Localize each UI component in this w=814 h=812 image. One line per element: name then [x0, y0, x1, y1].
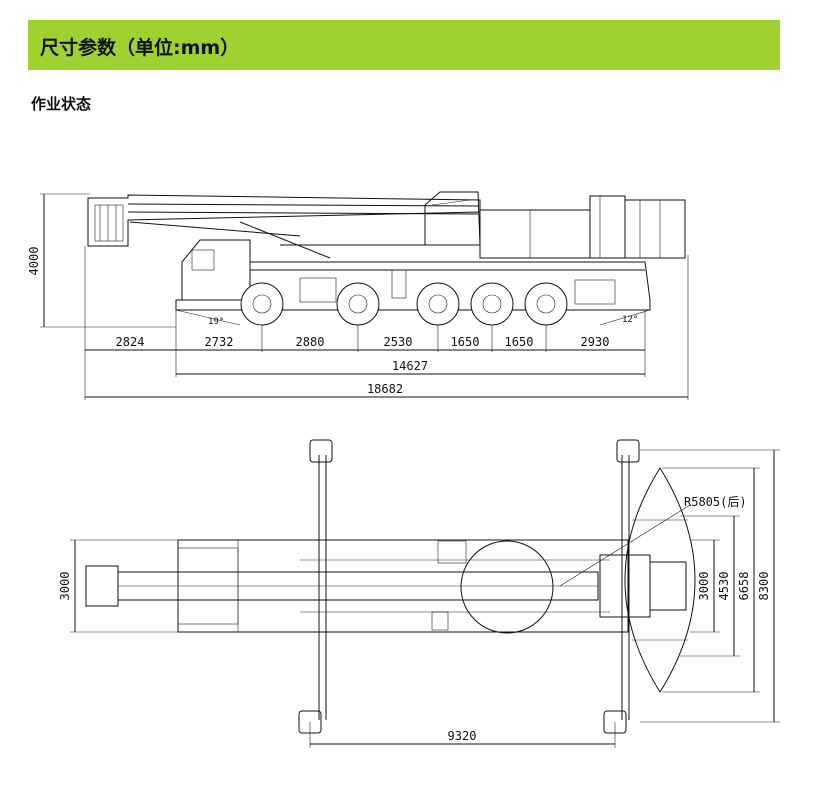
counterweight	[624, 467, 696, 693]
outrigger-pad	[616, 439, 640, 463]
header-bar: 尺寸参数（单位:mm）	[28, 20, 780, 70]
page-title: 尺寸参数（单位:mm）	[40, 37, 240, 59]
top-view: 3000 3000 4530 6658 8300 R5805(后) 9320	[58, 439, 780, 748]
angle-rear-label: 12°	[622, 315, 638, 325]
turntable	[460, 540, 554, 634]
side-view: 19° 12° 4000 2824 2732 2880 2530 1650 16…	[27, 191, 689, 400]
segment-dimension: 1650	[505, 335, 534, 349]
operator-cab	[424, 191, 481, 246]
section-title: 作业状态	[31, 95, 92, 113]
segment-dimension: 1650	[451, 335, 480, 349]
segment-dimension: 2880	[296, 335, 325, 349]
segment-dimension: 2824	[116, 335, 145, 349]
outrigger-span-dimension: 9320	[448, 729, 477, 743]
outrigger-pad	[309, 439, 333, 463]
radius-label: R5805(后)	[684, 495, 747, 509]
boom-head-top	[85, 565, 119, 607]
width-dimension: 3000	[697, 572, 711, 601]
overall-length-dimension: 18682	[367, 382, 403, 396]
segment-dimension: 2530	[384, 335, 413, 349]
width-dimension: 8300	[757, 572, 771, 601]
boom-head	[87, 194, 481, 247]
chassis-length-dimension: 14627	[392, 359, 428, 373]
segment-dimension: 2732	[205, 335, 234, 349]
segment-dimension: 2930	[581, 335, 610, 349]
body-width-dimension: 3000	[58, 572, 72, 601]
width-dimension: 4530	[717, 572, 731, 601]
height-dimension: 4000	[27, 247, 41, 276]
width-dimension: 6658	[737, 572, 751, 601]
angle-front-label: 19°	[208, 317, 224, 327]
